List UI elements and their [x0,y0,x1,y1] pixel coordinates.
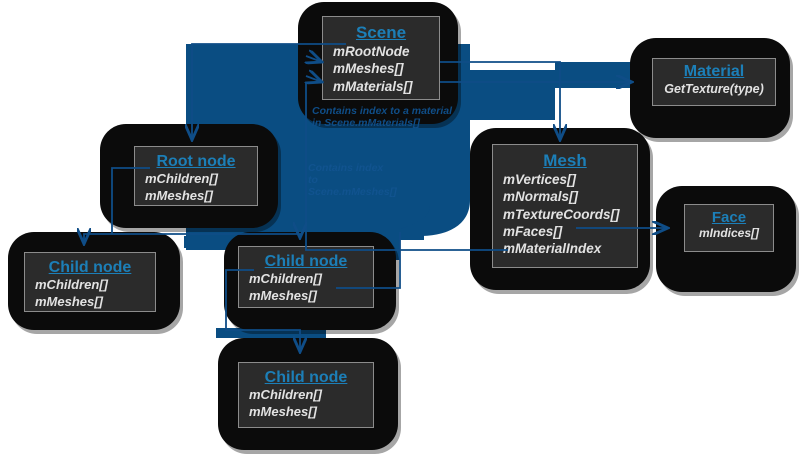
node-material-field-0: GetTexture(type) [664,82,764,96]
node-root-node[interactable]: Root node mChildren[] mMeshes[] [134,146,258,206]
node-material-title: Material [683,63,745,80]
node-mesh-field-1: mNormals[] [503,189,579,205]
node-scene-field-1: mMeshes[] [333,61,404,77]
node-scene-field-0: mRootNode [333,44,410,59]
node-child-node-middle-field-0: mChildren[] [249,271,322,286]
node-root-node-field-1: mMeshes[] [145,187,213,203]
node-child-node-middle-title: Child node [264,253,348,270]
note-material-index-line-0: Contains index to a material [312,105,453,117]
note-material-index-line-1: in Scene.mMaterials[] [312,116,420,129]
node-child-node-bottom-title: Child node [264,369,348,386]
node-face-field-0: mIndices[] [698,226,759,240]
node-child-node-left-field-1: mMeshes[] [35,293,103,309]
node-mesh[interactable]: Mesh mVertices[] mNormals[] mTextureCoor… [492,144,638,268]
node-material[interactable]: Material GetTexture(type) [652,58,776,106]
node-child-node-bottom-field-1: mMeshes[] [249,403,317,419]
node-face-title: Face [711,209,747,226]
node-mesh-title: Mesh [543,151,587,170]
node-scene[interactable]: Scene mRootNode mMeshes[] mMaterials[] [322,16,440,100]
node-child-node-left[interactable]: Child node mChildren[] mMeshes[] [24,252,156,312]
node-face[interactable]: Face mIndices[] [684,204,774,252]
node-child-node-bottom[interactable]: Child node mChildren[] mMeshes[] [238,362,374,428]
node-root-node-title: Root node [156,153,236,170]
note-material-index: Contains index to a material in Scene.mM… [312,105,453,130]
note-mesh-index: Contains index to Scene.mMeshes[] [308,162,397,198]
node-mesh-field-4: mMaterialIndex [503,241,602,257]
node-mesh-field-0: mVertices[] [503,172,577,187]
node-child-node-middle-field-1: mMeshes[] [249,287,317,303]
node-mesh-field-2: mTextureCoords[] [503,206,620,222]
node-child-node-middle[interactable]: Child node mChildren[] mMeshes[] [238,246,374,308]
node-mesh-field-3: mFaces[] [503,223,563,239]
note-mesh-index-line-0: Contains index [308,162,384,174]
node-scene-field-2: mMaterials[] [333,78,413,94]
note-mesh-index-line-1: to [308,173,318,186]
node-child-node-left-title: Child node [48,259,132,276]
node-child-node-left-field-0: mChildren[] [35,277,108,292]
node-root-node-field-0: mChildren[] [145,171,218,186]
note-mesh-index-line-2: Scene.mMeshes[] [308,185,397,198]
node-scene-title: Scene [355,23,407,42]
node-child-node-bottom-field-0: mChildren[] [249,387,322,402]
